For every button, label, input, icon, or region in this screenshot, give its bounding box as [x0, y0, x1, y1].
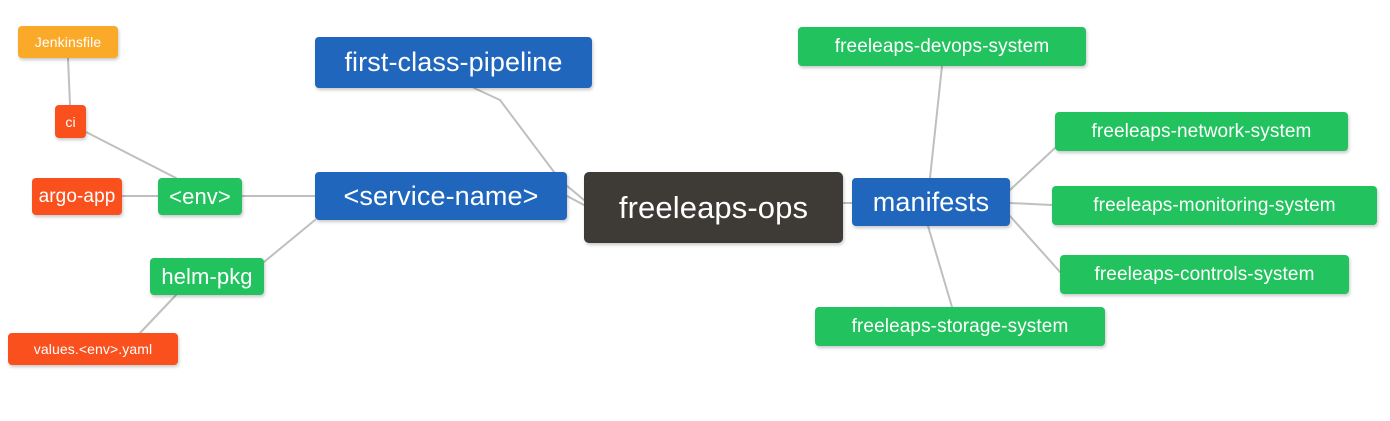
node-label: values.<env>.yaml [33, 341, 153, 357]
node-freeleaps-ops[interactable]: freeleaps-ops [584, 172, 843, 243]
node-values-yaml[interactable]: values.<env>.yaml [8, 333, 178, 365]
node-manifests[interactable]: manifests [852, 178, 1010, 226]
node-label: manifests [872, 186, 990, 217]
node-ci[interactable]: ci [55, 105, 86, 138]
node-freeleaps-network-system[interactable]: freeleaps-network-system [1055, 112, 1348, 151]
node-argo-app[interactable]: argo-app [32, 178, 122, 215]
node-jenkinsfile[interactable]: Jenkinsfile [18, 26, 118, 58]
node-freeleaps-monitoring-system[interactable]: freeleaps-monitoring-system [1052, 186, 1377, 225]
node-label: freeleaps-controls-system [1094, 264, 1315, 285]
edge-manifests-to-devops_system [929, 65, 943, 179]
node-label: freeleaps-devops-system [834, 36, 1050, 57]
edge-ci-to-jenkinsfile [67, 57, 71, 106]
edge-manifests-to-controls_system [1009, 215, 1061, 273]
node-label: freeleaps-monitoring-system [1093, 195, 1336, 216]
node-freeleaps-storage-system[interactable]: freeleaps-storage-system [815, 307, 1105, 346]
node-label: ci [65, 113, 76, 130]
node-first-class-pipeline[interactable]: first-class-pipeline [315, 37, 592, 88]
node-label: freeleaps-ops [618, 190, 809, 225]
edge-manifests-to-monitoring_system [1009, 202, 1053, 206]
node-label: <service-name> [343, 180, 539, 211]
node-label: freeleaps-storage-system [851, 316, 1069, 337]
node-label: Jenkinsfile [34, 34, 102, 50]
node-label: freeleaps-network-system [1091, 121, 1312, 142]
edge-service_name-to-helm_pkg [263, 219, 316, 263]
node-env[interactable]: <env> [158, 178, 242, 215]
edge-helm_pkg-to-values_yaml [139, 294, 177, 334]
edge-root-to-service_name [566, 195, 585, 206]
node-label: argo-app [38, 186, 116, 207]
node-label: helm-pkg [161, 263, 253, 289]
node-helm-pkg[interactable]: helm-pkg [150, 258, 264, 295]
node-freeleaps-devops-system[interactable]: freeleaps-devops-system [798, 27, 1086, 66]
node-label: <env> [169, 183, 231, 209]
node-service-name[interactable]: <service-name> [315, 172, 567, 220]
edge-env-to-ci [85, 131, 177, 179]
edge-manifests-to-network_system [1009, 147, 1056, 191]
edge-manifests-to-storage_system [927, 225, 953, 308]
node-label: first-class-pipeline [344, 47, 563, 77]
node-freeleaps-controls-system[interactable]: freeleaps-controls-system [1060, 255, 1349, 294]
